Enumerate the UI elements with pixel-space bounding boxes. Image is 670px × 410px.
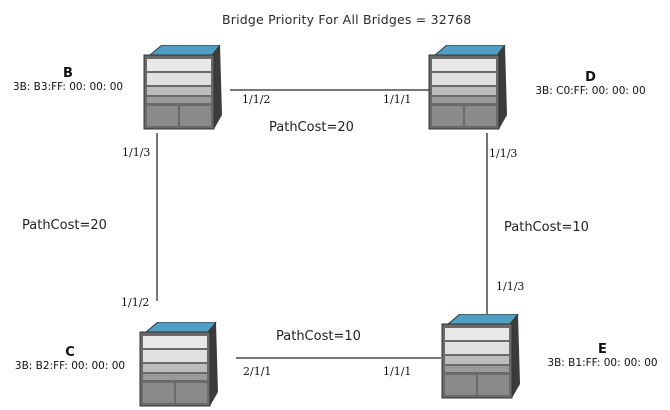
port-d-1-1-1: 1/1/1: [383, 93, 412, 106]
bridge-e-letter: E: [598, 342, 607, 357]
switch-icon-c: [139, 322, 218, 407]
port-e-1-1-3: 1/1/3: [496, 280, 525, 293]
bridge-b-mac: 3B: B3:FF: 00: 00: 00: [12, 81, 124, 93]
port-e-1-1-1: 1/1/1: [383, 365, 412, 378]
port-d-1-1-3: 1/1/3: [489, 147, 518, 160]
bridge-e-label: E 3B: B1:FF: 00: 00: 00: [540, 342, 665, 369]
bridge-e-mac: 3B: B1:FF: 00: 00: 00: [547, 357, 658, 369]
link-b-d: [230, 89, 432, 91]
link-c-e: [236, 357, 441, 359]
bridge-b-letter: B: [63, 66, 73, 81]
pathcost-d-e: PathCost=10: [504, 220, 589, 235]
port-c-1-1-2: 1/1/2: [121, 296, 150, 309]
pathcost-b-d: PathCost=20: [269, 120, 354, 135]
bridge-c-letter: C: [65, 345, 75, 360]
pathcost-b-c: PathCost=20: [22, 218, 107, 233]
diagram-title: Bridge Priority For All Bridges = 32768: [222, 12, 472, 27]
pathcost-c-e: PathCost=10: [276, 329, 361, 344]
bridge-d-label: D 3B: C0:FF: 00: 00: 00: [528, 70, 653, 97]
bridge-c-mac: 3B: B2:FF: 00: 00: 00: [14, 360, 126, 372]
bridge-d-mac: 3B: C0:FF: 00: 00: 00: [535, 85, 646, 97]
switch-icon-e: [441, 314, 520, 399]
port-b-1-1-3: 1/1/3: [122, 146, 151, 159]
bridge-b-label: B 3B: B3:FF: 00: 00: 00: [8, 66, 128, 93]
bridge-d-letter: D: [585, 70, 596, 85]
port-c-2-1-1: 2/1/1: [243, 365, 272, 378]
port-b-1-1-2: 1/1/2: [242, 93, 271, 106]
link-d-e: [486, 133, 488, 316]
switch-icon-d: [428, 45, 507, 130]
link-b-c: [156, 133, 158, 301]
bridge-c-label: C 3B: B2:FF: 00: 00: 00: [10, 345, 130, 372]
switch-icon-b: [143, 45, 222, 130]
